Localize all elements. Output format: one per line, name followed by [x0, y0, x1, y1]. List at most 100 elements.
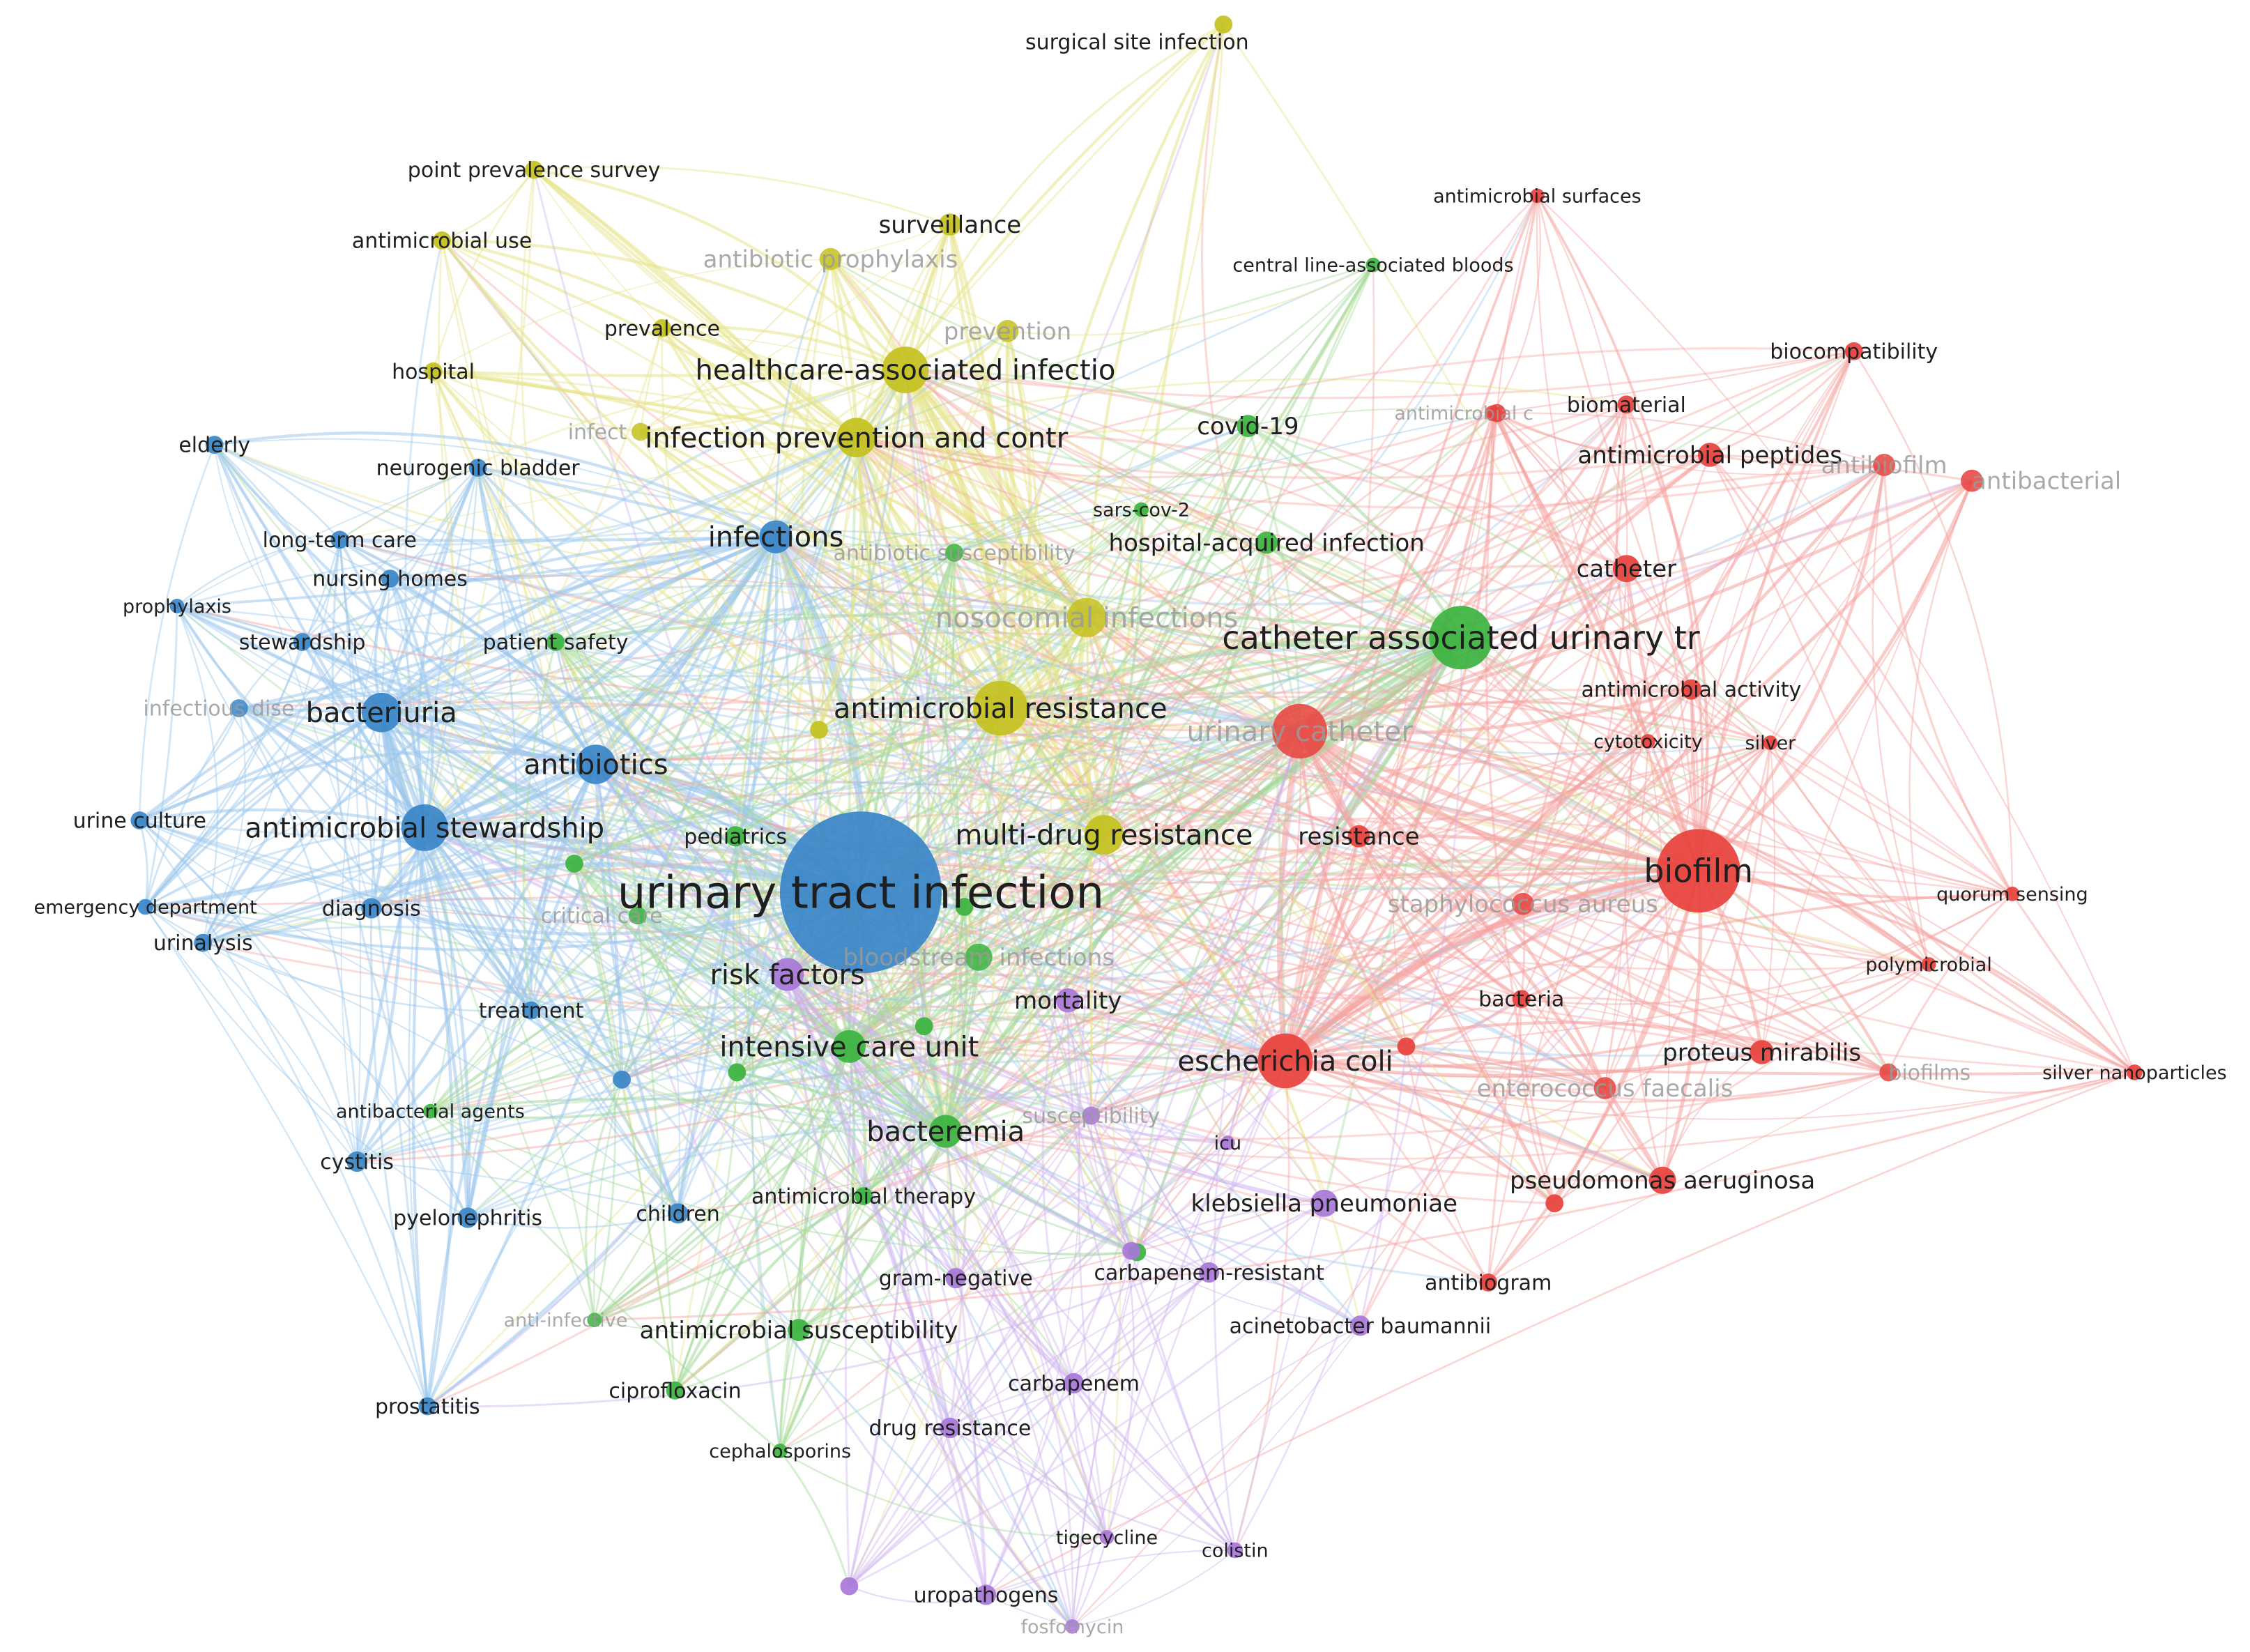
node-urinary-tract-infection[interactable] — [779, 811, 942, 974]
node-pyelonephritis[interactable] — [457, 1207, 478, 1228]
node-point-prevalence-survey[interactable] — [525, 160, 543, 179]
node-antimicrobial-activity[interactable] — [1681, 679, 1701, 700]
node-central-line-associated-bloods[interactable] — [1365, 257, 1381, 273]
node-pediatrics[interactable] — [725, 826, 746, 847]
node-surveillance[interactable] — [939, 213, 961, 236]
node-unlabeled[interactable] — [1397, 1037, 1416, 1056]
node-prophylaxis[interactable] — [169, 599, 185, 613]
node-nosocomial-infections[interactable] — [1066, 597, 1107, 638]
node-ciprofloxacin[interactable] — [666, 1381, 684, 1400]
node-susceptibility[interactable] — [1082, 1106, 1101, 1125]
node-tigecycline[interactable] — [1099, 1530, 1115, 1545]
node-biofilms[interactable] — [1879, 1063, 1898, 1082]
node-urinalysis[interactable] — [194, 933, 213, 952]
node-unlabeled[interactable] — [728, 1063, 747, 1082]
node-antimicrobial-peptides[interactable] — [1697, 443, 1722, 467]
node-drug-resistance[interactable] — [940, 1417, 961, 1439]
node-antibiotic-prophylaxis[interactable] — [819, 247, 842, 270]
node-unlabeled[interactable] — [840, 1577, 859, 1596]
node-intensive-care-unit[interactable] — [832, 1030, 866, 1063]
node-neurogenic-bladder[interactable] — [468, 459, 487, 477]
node-healthcare-associated-infectio[interactable] — [882, 346, 929, 394]
node-sars-cov-2[interactable] — [1134, 502, 1149, 517]
node-covid-19[interactable] — [1237, 415, 1260, 438]
node-klebsiella-pneumoniae[interactable] — [1310, 1189, 1338, 1217]
node-gram-negative[interactable] — [945, 1268, 966, 1289]
node-unlabeled[interactable] — [955, 898, 974, 916]
node-emergency-department[interactable] — [137, 898, 153, 915]
node-infection-prevention-and-contr[interactable] — [836, 418, 876, 458]
node-proteus-mirabilis[interactable] — [1750, 1040, 1774, 1064]
node-antibiotic-susceptibility[interactable] — [945, 544, 963, 562]
node-prevention[interactable] — [996, 320, 1019, 342]
node-silver-nanoparticles[interactable] — [2127, 1064, 2143, 1080]
node-cystitis[interactable] — [346, 1151, 367, 1172]
node-bacteria[interactable] — [1512, 990, 1531, 1008]
node-antibiotics[interactable] — [576, 744, 616, 784]
node-catheter-associated-urinary-tr[interactable] — [1429, 606, 1493, 670]
node-acinetobacter-baumannii[interactable] — [1349, 1315, 1370, 1336]
node-antibacterial-agents[interactable] — [423, 1103, 438, 1119]
node-treatment[interactable] — [522, 1001, 540, 1020]
node-bloodstream-infections[interactable] — [965, 943, 993, 971]
node-antimicrobial-stewardship[interactable] — [401, 804, 448, 851]
node-icu[interactable] — [1220, 1135, 1235, 1150]
node-polymicrobial[interactable] — [1921, 957, 1936, 972]
node-unlabeled[interactable] — [565, 855, 583, 873]
node-multi-drug-resistance[interactable] — [1084, 815, 1124, 855]
node-staphylococcus-aureus[interactable] — [1511, 892, 1534, 915]
node-unlabeled[interactable] — [1545, 1194, 1564, 1213]
node-catheter[interactable] — [1612, 555, 1640, 583]
node-unlabeled[interactable] — [914, 1017, 933, 1036]
node-uropathogens[interactable] — [975, 1584, 997, 1605]
node-escherichia-coli[interactable] — [1257, 1033, 1313, 1089]
node-surgical-site-infection[interactable] — [1214, 15, 1233, 33]
node-prevalence[interactable] — [653, 319, 671, 337]
node-carbapenem[interactable] — [1063, 1372, 1085, 1394]
node-mortality[interactable] — [1055, 988, 1080, 1013]
node-biocompatibility[interactable] — [1844, 342, 1863, 360]
node-antimicrobial-use[interactable] — [433, 231, 451, 250]
node-antimicrobial-susceptibility[interactable] — [788, 1319, 810, 1341]
node-unlabeled[interactable] — [1122, 1241, 1140, 1260]
node-resistance[interactable] — [1347, 825, 1370, 848]
node-unlabeled[interactable] — [1487, 404, 1506, 422]
node-antibacterial[interactable] — [1961, 469, 1983, 492]
node-silver[interactable] — [1763, 735, 1778, 750]
node-infections[interactable] — [759, 520, 793, 553]
node-unlabeled[interactable] — [810, 721, 828, 739]
node-antimicrobial-resistance[interactable] — [972, 680, 1028, 736]
node-infectious-dise[interactable] — [229, 699, 248, 717]
node-unlabeled[interactable] — [613, 1070, 631, 1089]
node-enterococcus-faecalis[interactable] — [1593, 1077, 1616, 1099]
node-cephalosporins[interactable] — [772, 1444, 788, 1458]
node-elderly[interactable] — [205, 436, 224, 454]
node-hospital-acquired-infection[interactable] — [1255, 531, 1278, 554]
node-patient-safety[interactable] — [546, 633, 565, 651]
node-hospital[interactable] — [424, 362, 443, 381]
node-quorum-sensing[interactable] — [2005, 887, 2020, 901]
node-carbapenem-resistant[interactable] — [1199, 1262, 1220, 1283]
node-long-term-care[interactable] — [330, 530, 349, 549]
node-risk-factors[interactable] — [771, 958, 804, 991]
node-children[interactable] — [668, 1203, 689, 1224]
node-nursing-homes[interactable] — [381, 569, 399, 588]
node-stewardship[interactable] — [293, 633, 312, 651]
node-critical-care[interactable] — [628, 906, 647, 925]
node-diagnosis[interactable] — [361, 898, 382, 919]
node-colistin[interactable] — [1227, 1542, 1243, 1559]
node-cytotoxicity[interactable] — [1641, 734, 1655, 749]
node-biofilm[interactable] — [1656, 829, 1740, 913]
node-antibiofilm[interactable] — [1873, 454, 1896, 476]
node-biomaterial[interactable] — [1617, 395, 1636, 414]
node-antimicrobial-therapy[interactable] — [855, 1187, 873, 1205]
node-antibiogram[interactable] — [1479, 1274, 1498, 1292]
node-fosfomycin[interactable] — [1065, 1619, 1080, 1634]
node-antimicrobial-surfaces[interactable] — [1530, 188, 1545, 204]
node-bacteremia[interactable] — [929, 1115, 963, 1148]
node-anti-infective[interactable] — [587, 1313, 602, 1327]
node-urinary-catheter[interactable] — [1272, 703, 1327, 759]
node-infect[interactable] — [632, 422, 650, 441]
node-urine-culture[interactable] — [130, 811, 149, 829]
node-bacteriuria[interactable] — [361, 692, 401, 733]
